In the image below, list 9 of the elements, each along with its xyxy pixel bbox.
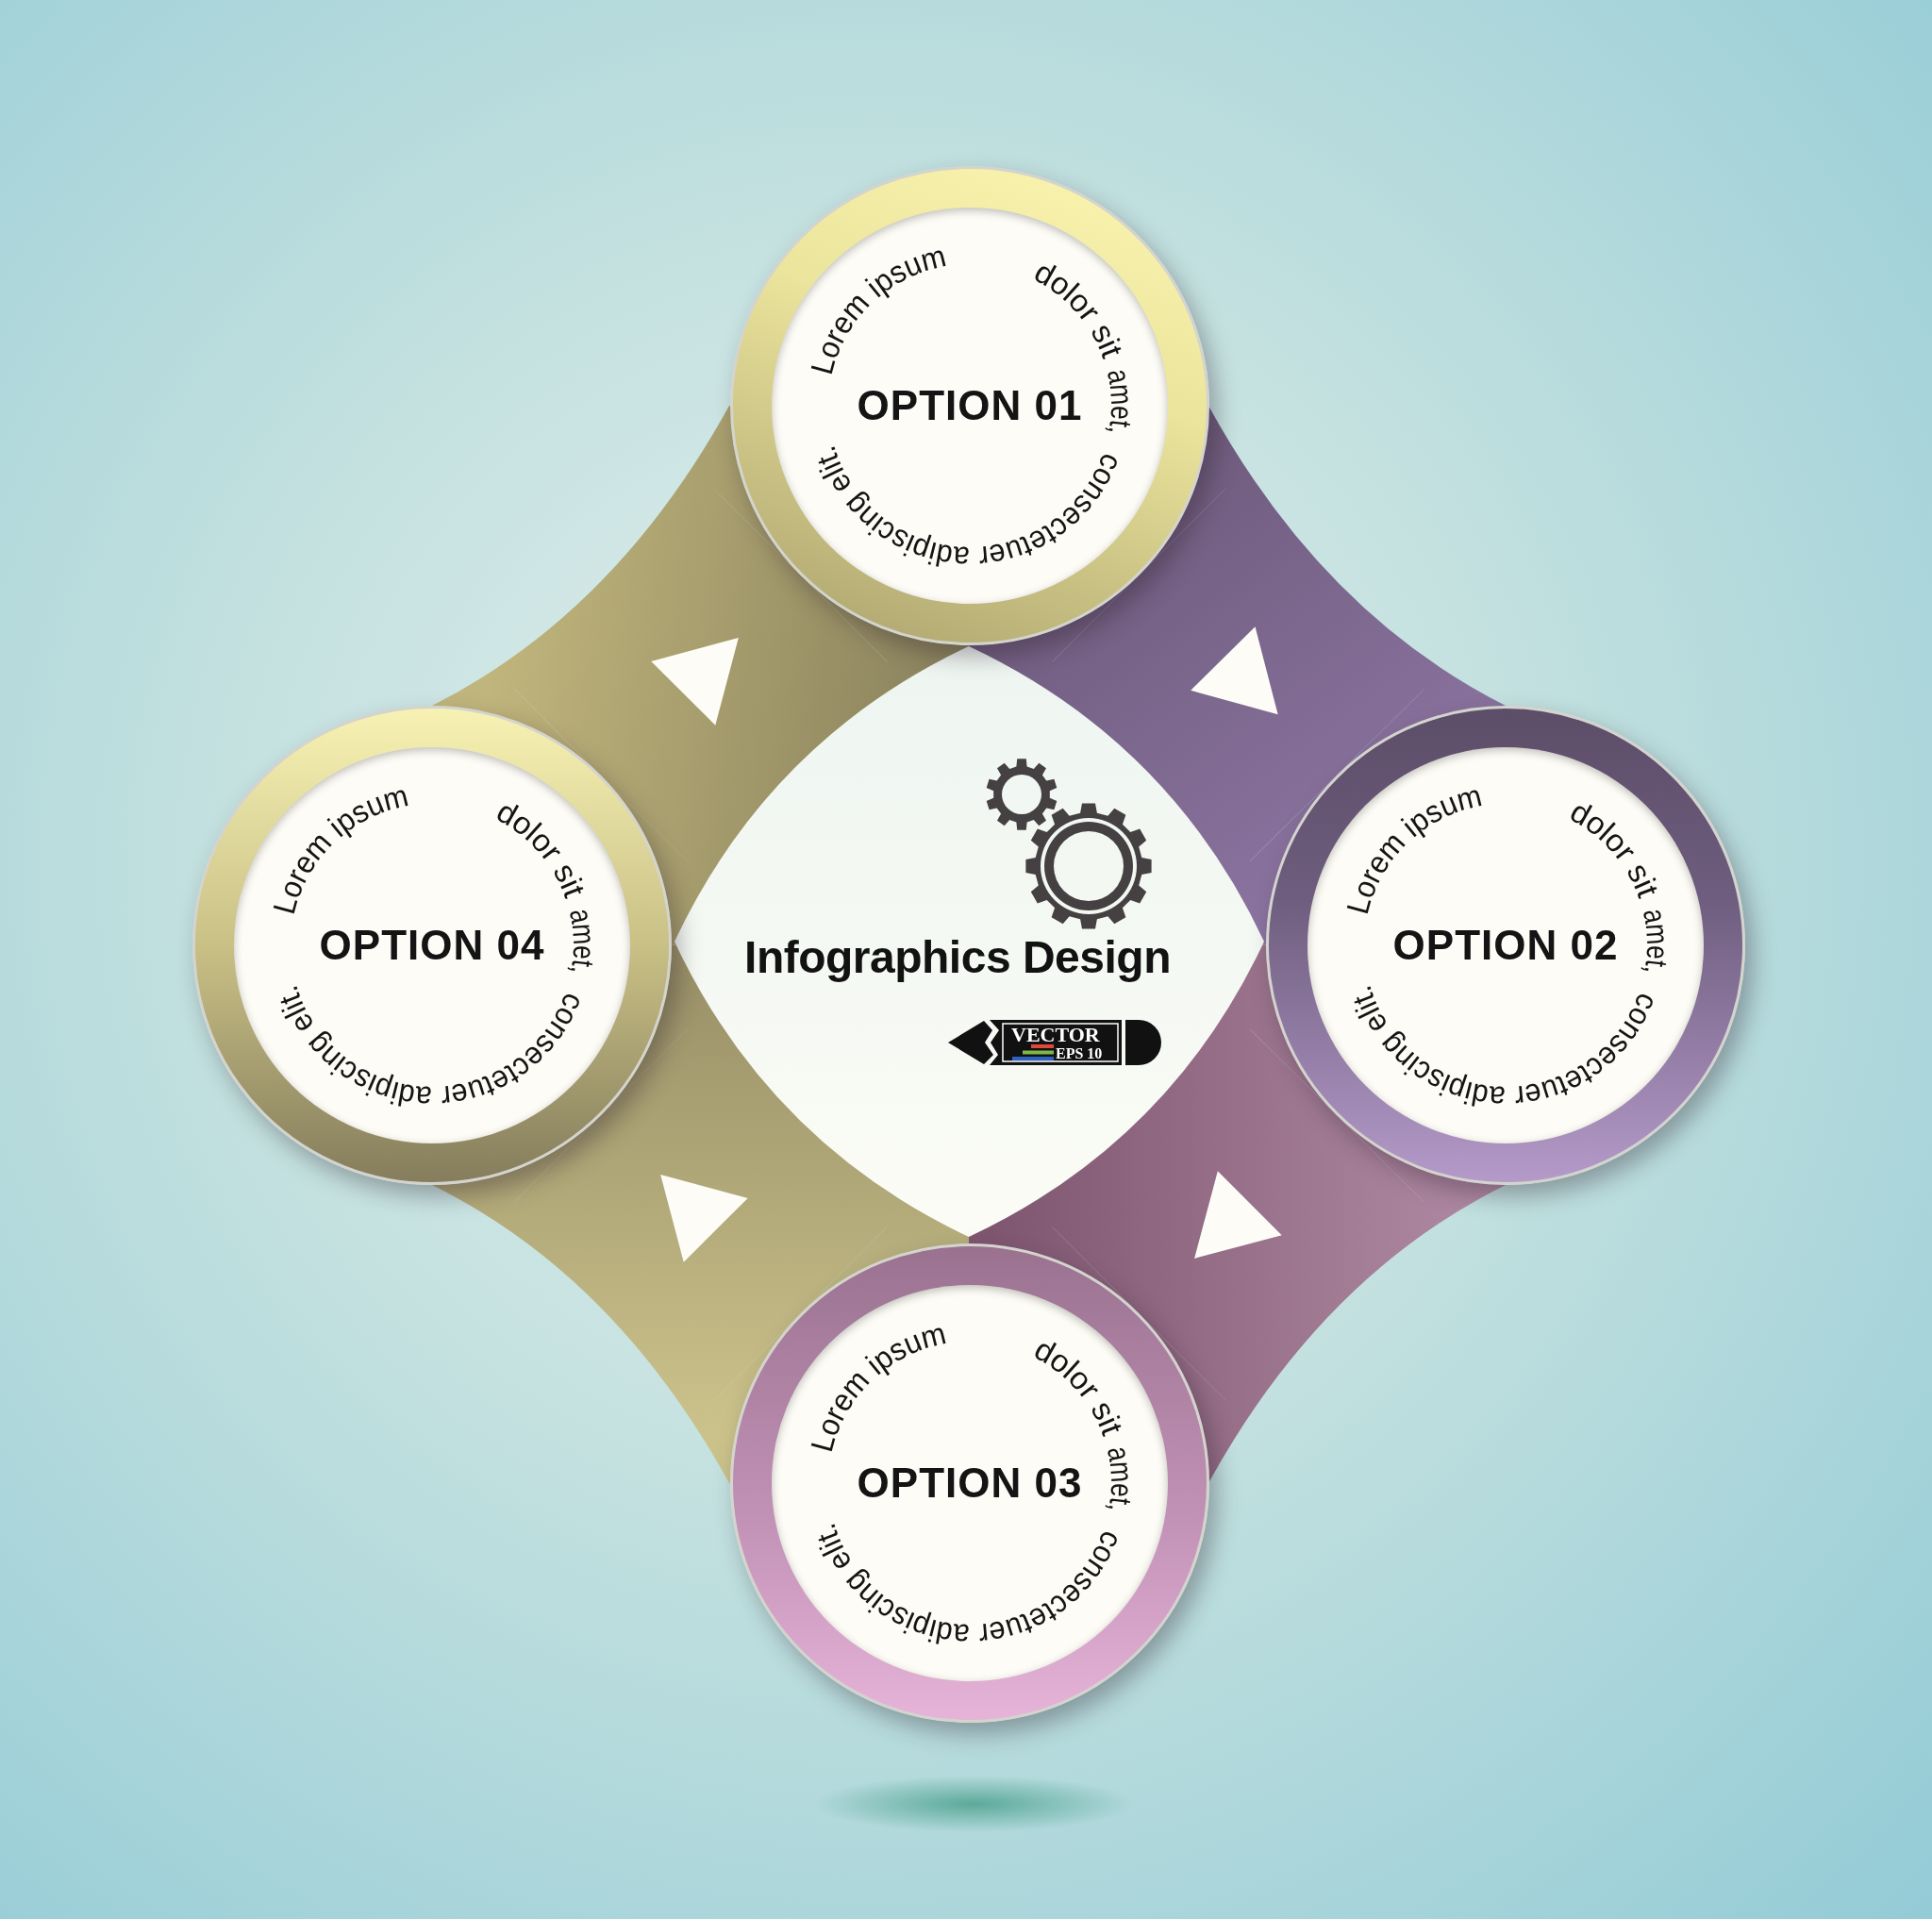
option-title: OPTION 03 [857, 1462, 1083, 1504]
badge-text: EPS 10 [1056, 1046, 1103, 1061]
center-label: Infographics Design [744, 935, 1171, 980]
flow-band [511, 1026, 890, 1404]
badge-text: VECTOR [1011, 1025, 1100, 1045]
flow-band [511, 486, 891, 865]
option-title: OPTION 01 [857, 385, 1083, 426]
option-title: OPTION 04 [319, 925, 545, 966]
option-title: OPTION 02 [1392, 925, 1619, 966]
